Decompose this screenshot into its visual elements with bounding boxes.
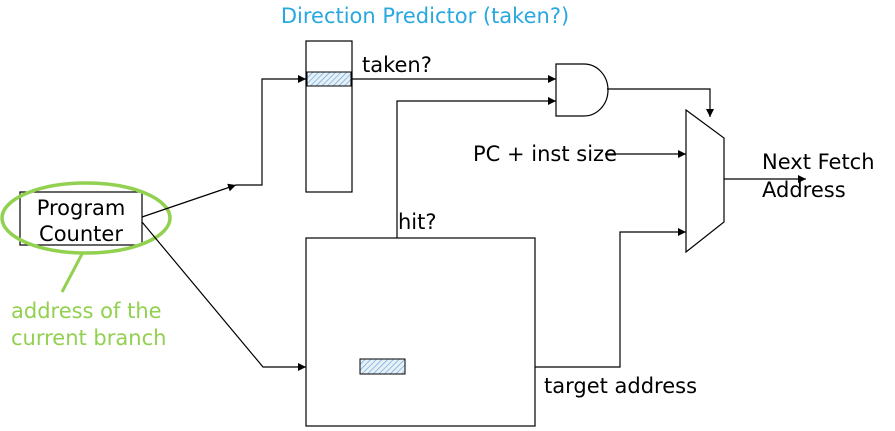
hit-label: hit?	[398, 210, 437, 234]
program-counter-label-line1: Program	[37, 196, 126, 220]
predictor-index-wire	[236, 75, 306, 186]
taken-label: taken?	[362, 53, 432, 77]
predictor-entry-highlight	[306, 71, 352, 87]
pc-plus-size-label: PC + inst size	[473, 142, 617, 166]
annotation-line2: current branch	[11, 326, 166, 350]
annotation-line1: address of the	[11, 299, 162, 323]
branch-target-buffer	[305, 237, 536, 427]
program-counter-box	[19, 191, 143, 246]
pc-highlight-ellipse	[0, 181, 172, 255]
program-counter-label-line2: Counter	[39, 222, 123, 246]
annotation-arrow	[60, 253, 84, 293]
and-gate	[555, 63, 609, 117]
next-fetch-label-line1: Next Fetch	[762, 150, 875, 174]
hit-wire	[396, 97, 556, 238]
mux-select-wire	[607, 88, 714, 117]
target-address-label: target address	[544, 374, 697, 398]
pc-to-predictor-wire	[141, 183, 237, 218]
multiplexer	[685, 108, 725, 254]
target-address-wire	[535, 228, 686, 368]
next-fetch-label-line2: Address	[762, 178, 846, 202]
direction-predictor-table	[305, 40, 353, 193]
diagram-title: Direction Predictor (taken?)	[281, 4, 569, 28]
btb-entry-highlight	[359, 358, 406, 375]
pc-to-btb-wire	[141, 221, 306, 371]
